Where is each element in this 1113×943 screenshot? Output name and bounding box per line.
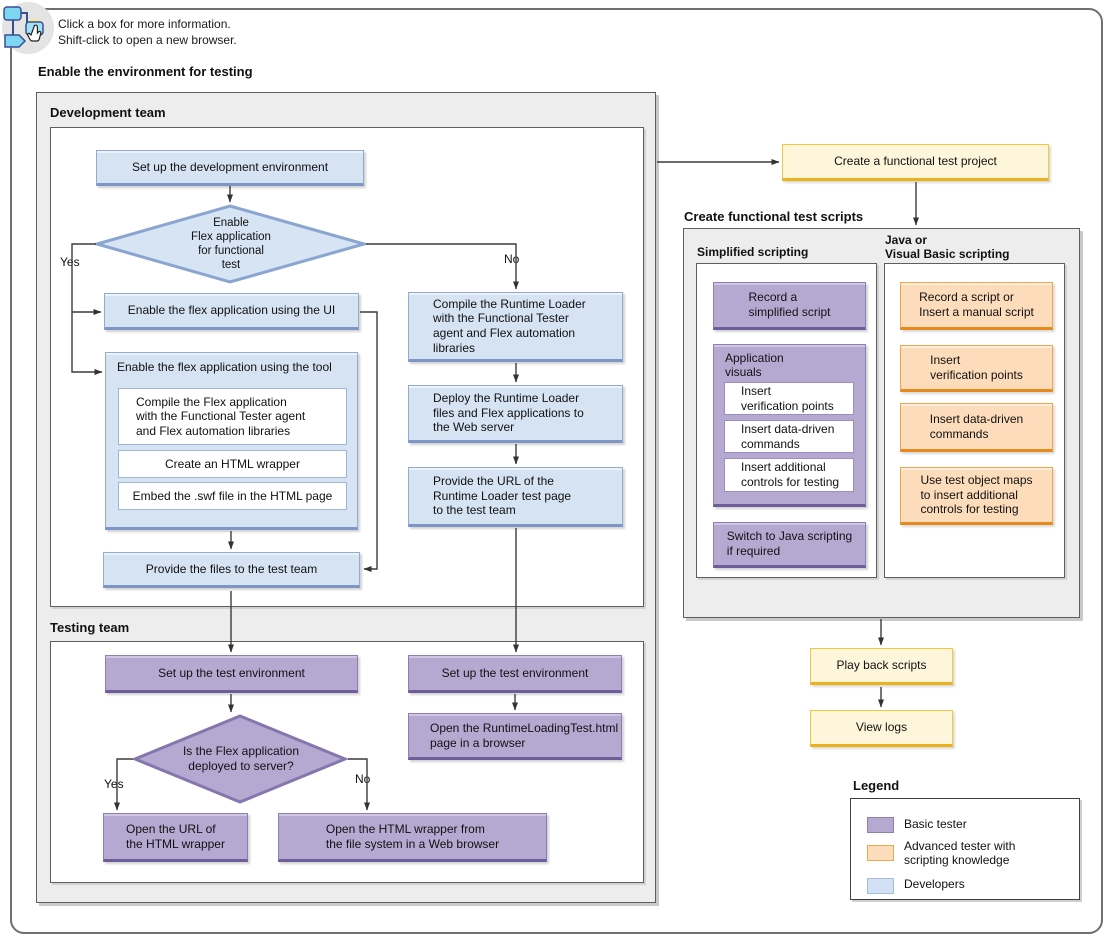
node-insert-verification-points-java[interactable]: Insert verification points [900,345,1053,392]
flowchart-hand-icon [2,2,54,54]
node-setup-test-env-left[interactable]: Set up the test environment [105,655,358,693]
section-title-enable-environment: Enable the environment for testing [38,64,253,79]
node-create-html-wrapper[interactable]: Create an HTML wrapper [118,450,347,478]
legend-label-basic-tester: Basic tester [904,817,967,831]
subsection-title-java-vb: Java or Visual Basic scripting [885,233,1010,261]
hint-text: Click a box for more information. Shift-… [58,17,237,47]
node-record-simplified-script[interactable]: Record a simplified script [713,282,866,330]
legend-label-advanced-tester: Advanced tester with scripting knowledge [904,839,1016,868]
branch-label-no-2: No [355,772,371,786]
node-insert-verification-points-simplified[interactable]: Insert verification points [724,382,854,415]
subsection-title-simplified: Simplified scripting [697,245,809,259]
node-provide-url[interactable]: Provide the URL of the Runtime Loader te… [408,467,623,527]
section-title-development-team: Development team [50,105,166,120]
node-compile-runtime-loader[interactable]: Compile the Runtime Loader with the Func… [408,292,623,362]
legend-swatch-developers [867,878,894,894]
legend-swatch-basic-tester [867,817,894,833]
branch-label-yes-2: Yes [104,777,124,791]
node-setup-dev-environment[interactable]: Set up the development environment [96,150,364,186]
node-deploy-runtime-loader[interactable]: Deploy the Runtime Loader files and Flex… [408,385,623,443]
legend-box: Basic tester Advanced tester with script… [850,798,1080,900]
legend-label-developers: Developers [904,877,965,891]
decision-enable-flex-text: Enable Flex application for functional t… [191,216,271,272]
branch-label-no: No [504,252,520,266]
node-setup-test-env-right[interactable]: Set up the test environment [408,655,622,693]
node-insert-additional-controls-simplified[interactable]: Insert additional controls for testing [724,458,854,492]
node-use-test-object-maps[interactable]: Use test object maps to insert additiona… [900,467,1053,525]
node-compile-flex-app[interactable]: Compile the Flex application with the Fu… [118,388,347,445]
node-open-url-wrapper[interactable]: Open the URL of the HTML wrapper [103,813,248,862]
node-open-runtime-test-page[interactable]: Open the RuntimeLoadingTest.html page in… [408,713,622,760]
node-enable-flex-ui[interactable]: Enable the flex application using the UI [104,293,359,330]
decision-deployed-text: Is the Flex application deployed to serv… [182,744,300,773]
node-enable-flex-tool-label: Enable the flex application using the to… [117,360,332,374]
node-insert-data-driven-java[interactable]: Insert data-driven commands [900,403,1053,452]
node-switch-to-java[interactable]: Switch to Java scripting if required [713,522,866,568]
node-application-visuals-label: Application visuals [725,351,784,380]
node-view-logs[interactable]: View logs [810,710,953,747]
section-title-create-scripts: Create functional test scripts [684,209,864,224]
node-insert-data-driven-simplified[interactable]: Insert data-driven commands [724,420,854,453]
branch-label-yes: Yes [60,255,80,269]
node-provide-files[interactable]: Provide the files to the test team [103,552,360,588]
legend-swatch-advanced-tester [867,845,894,861]
node-embed-swf[interactable]: Embed the .swf file in the HTML page [118,482,347,510]
node-create-ft-project[interactable]: Create a functional test project [782,144,1049,181]
legend-title: Legend [853,778,900,793]
section-title-testing-team: Testing team [50,620,130,635]
node-play-back-scripts[interactable]: Play back scripts [810,648,953,685]
node-open-html-wrapper[interactable]: Open the HTML wrapper from the file syst… [278,813,547,862]
node-record-script[interactable]: Record a script or Insert a manual scrip… [900,282,1053,330]
clickable-flowchart-icon [1,1,55,55]
outer-frame [10,8,1103,934]
